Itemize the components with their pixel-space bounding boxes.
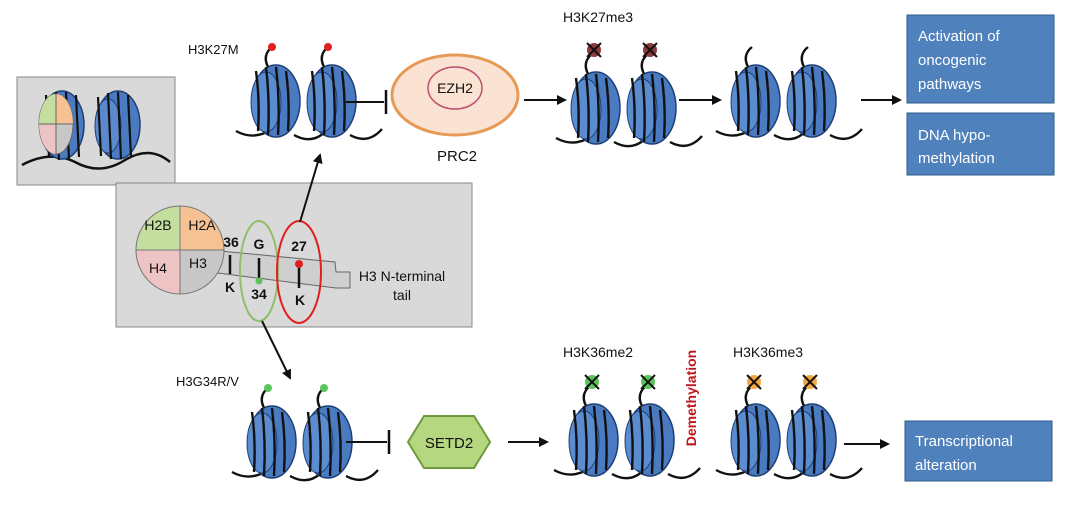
nucleosome — [626, 71, 677, 145]
h2a-quadrant — [179, 205, 225, 251]
demethylation-label: Demethylation — [683, 350, 699, 446]
inset-nucleosome — [94, 90, 141, 160]
methylation-mark — [586, 42, 602, 58]
inset-nucleosome-colored — [38, 90, 85, 161]
nucleosome-pair-h3k27m — [235, 43, 383, 141]
nucleosome — [786, 64, 837, 138]
inhibition-symbol-bottom — [346, 430, 391, 454]
inset-panel — [16, 76, 176, 186]
arrow-to-g34rv — [261, 320, 291, 380]
h3-tail-label-line2: tail — [393, 287, 411, 303]
g34-number: 34 — [251, 286, 267, 302]
h3-label: H3 — [189, 255, 207, 271]
outcome-oncogenic-line2: oncogenic — [918, 52, 987, 69]
k27-letter: K — [295, 292, 305, 308]
nucleosome-pair-h3k36me2 — [553, 374, 701, 480]
h3g34rv-label: H3G34R/V — [176, 374, 239, 389]
arrow-to-k27m — [299, 153, 323, 223]
ezh2-subunit — [427, 66, 483, 110]
k27-number: 27 — [291, 238, 307, 254]
setd2-label: SETD2 — [425, 435, 473, 452]
h3-tail-bar — [209, 249, 351, 289]
prc2-label: PRC2 — [437, 148, 477, 165]
outcome-transcriptional-line2: alteration — [915, 457, 977, 474]
outcome-dna-line1: DNA hypo- — [918, 127, 991, 144]
histone-mark — [268, 43, 276, 51]
nucleosome — [568, 403, 619, 477]
outcome-box-dna-hypomethylation: DNA hypo- methylation — [906, 112, 1055, 176]
nucleosome — [306, 64, 357, 138]
nucleosome — [302, 405, 353, 479]
nucleosome — [250, 64, 301, 138]
nucleosome — [570, 71, 621, 145]
h3-quadrant — [179, 249, 225, 295]
methylation-mark — [802, 374, 818, 390]
nucleosome — [624, 403, 675, 477]
nucleosome — [730, 64, 781, 138]
k27-highlight-oval — [276, 220, 322, 324]
nucleosome — [246, 405, 297, 479]
methylation-mark — [640, 374, 656, 390]
k36-number: 36 — [223, 234, 239, 250]
ezh2-label: EZH2 — [437, 80, 473, 96]
h3k27m-label: H3K27M — [188, 42, 239, 57]
methylation-mark — [642, 42, 658, 58]
nucleosome — [786, 403, 837, 477]
setd2-enzyme: SETD2 — [406, 415, 492, 469]
nucleosome — [730, 403, 781, 477]
outcome-oncogenic-line3: pathways — [918, 76, 981, 93]
nucleosome-pair-h3k36me3 — [715, 374, 863, 480]
h3k36me2-label: H3K36me2 — [563, 344, 633, 360]
histone-octamer: H2B H2A H4 H3 — [135, 205, 225, 295]
h3-tail-label-line1: H3 N-terminal — [359, 268, 445, 284]
h2a-label: H2A — [188, 217, 216, 233]
outcome-dna-line2: methylation — [918, 150, 995, 167]
k27-residue: 27 K — [276, 220, 322, 324]
histone-mark — [320, 384, 328, 392]
g34-letter: G — [254, 236, 265, 252]
g34-mark — [255, 277, 263, 285]
h3-tail-panel: H2B H2A H4 H3 36 K G 34 27 K H3 N-termi — [115, 182, 473, 328]
outcome-box-oncogenic: Activation of oncogenic pathways — [906, 14, 1055, 104]
h4-label: H4 — [149, 260, 167, 276]
outcome-box-transcriptional: Transcriptional alteration — [904, 420, 1053, 482]
nucleosome-pair-h3k27me3 — [555, 42, 703, 148]
outcome-oncogenic-line1: Activation of — [918, 28, 1001, 45]
h3k36me3-label: H3K36me3 — [733, 344, 803, 360]
k36-residue: 36 K — [223, 234, 239, 295]
h2b-label: H2B — [144, 217, 171, 233]
h4-quadrant — [135, 249, 181, 295]
outcome-transcriptional-line1: Transcriptional — [915, 433, 1013, 450]
histone-mark — [324, 43, 332, 51]
nucleosome-pair-unmarked — [715, 46, 863, 141]
nucleosome-pair-h3g34rv — [231, 384, 379, 482]
k36-letter: K — [225, 279, 235, 295]
methylation-mark — [584, 374, 600, 390]
histone-mark — [264, 384, 272, 392]
prc2-complex: EZH2 — [390, 53, 520, 137]
h3k27me3-label: H3K27me3 — [563, 9, 633, 25]
h2b-quadrant — [135, 205, 181, 251]
methylation-mark — [746, 374, 762, 390]
k27-mark — [295, 260, 303, 268]
inhibition-symbol-top — [346, 90, 388, 114]
